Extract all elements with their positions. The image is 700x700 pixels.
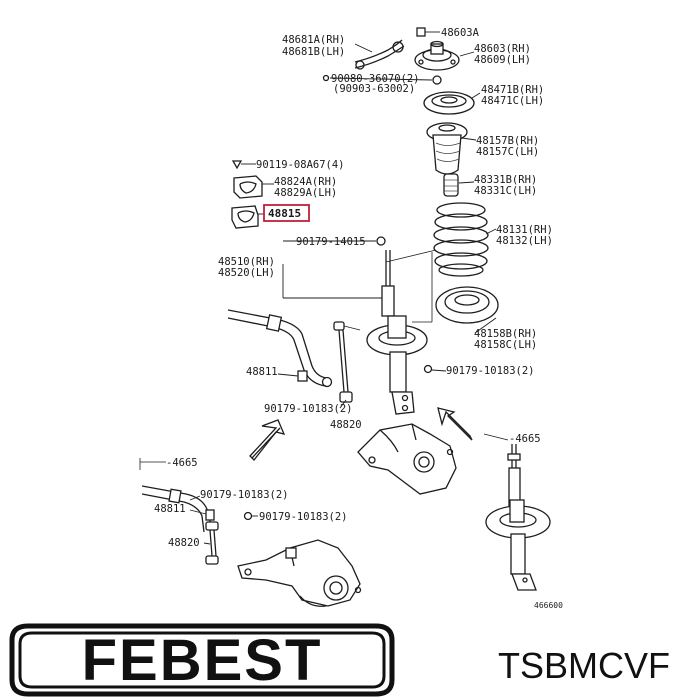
label-48131: 48131(RH) [496, 224, 553, 236]
label-90119: 90119-08A67(4) [256, 159, 345, 171]
label-90080: 90080-36070(2) [331, 73, 420, 85]
label-90179-14015: 90179-14015 [296, 236, 366, 248]
label-48471b: 48471B(RH) [481, 84, 544, 96]
label-90179-10183-b: 90179-10183(2) [264, 403, 353, 415]
label-48157c: 48157C(LH) [476, 146, 539, 158]
label-48811-a: 48811 [246, 366, 278, 378]
bushing-48811-lower [205, 509, 215, 521]
part-code: TSBMCVF [498, 645, 670, 686]
label-4665-right: -4665 [509, 433, 541, 445]
bolt-90119 [231, 160, 256, 170]
bolt-90179-14015 [283, 236, 386, 246]
bracket-48824 [233, 175, 274, 199]
label-48158c: 48158C(LH) [474, 339, 537, 351]
label-90903: (90903-63002) [333, 83, 415, 95]
label-4665-left: -4665 [166, 457, 198, 469]
bushing-48815 [231, 205, 264, 229]
nut-90080 [322, 74, 442, 85]
bracket-48681 [354, 39, 405, 70]
label-90179-10183-a: 90179-10183(2) [446, 365, 535, 377]
nut-90179-lower [243, 511, 253, 521]
bump-stop-48331 [443, 173, 459, 197]
lower-right-strut [483, 433, 551, 591]
label-48510: 48510(RH) [218, 256, 275, 268]
label-90179-10183-d: 90179-10183(2) [200, 489, 289, 501]
insulator-48158 [435, 286, 499, 324]
label-48829a: 48829A(LH) [274, 187, 337, 199]
spring-seat-48157 [426, 122, 468, 175]
label-48824a: 48824A(RH) [274, 176, 337, 188]
label-48331c: 48331C(LH) [474, 185, 537, 197]
label-48157b: 48157B(RH) [476, 135, 539, 147]
label-48811-b: 48811 [154, 503, 186, 515]
label-48820-a: 48820 [330, 419, 362, 431]
coil-spring-48131 [433, 202, 489, 277]
label-48681a: 48681A(RH) [282, 34, 345, 46]
highlight-box-48815 [263, 204, 310, 222]
label-48471c: 48471C(LH) [481, 95, 544, 107]
steering-knuckle [357, 423, 457, 495]
arrow-right [437, 407, 473, 441]
label-48609: 48609(LH) [474, 54, 531, 66]
label-48603a: 48603A [441, 27, 480, 39]
lower-knuckle [237, 539, 362, 607]
arrow-left [249, 419, 286, 461]
stabilizer-bar-upper [227, 309, 333, 388]
label-48815: 48815 [268, 207, 301, 220]
nut-90179-10183-right [423, 364, 447, 374]
label-48820-b: 48820 [168, 537, 200, 549]
label-466600: 466600 [534, 601, 563, 610]
link-rod-48820 [333, 321, 361, 403]
label-48331b: 48331B(RH) [474, 174, 537, 186]
nut-48603a [416, 27, 440, 37]
bearing-48471 [423, 91, 475, 115]
brand-name: FEBEST [82, 628, 323, 693]
strut-48510 [366, 249, 437, 415]
label-48132: 48132(LH) [496, 235, 553, 247]
label-48158b: 48158B(RH) [474, 328, 537, 340]
febest-logo: FEBEST [9, 623, 395, 697]
upper-mount-48603 [414, 40, 460, 71]
label-48520: 48520(LH) [218, 267, 275, 279]
bushing-48811-upper [297, 370, 308, 382]
link-rod-lower [205, 521, 219, 565]
label-48603: 48603(RH) [474, 43, 531, 55]
label-90179-10183-e: 90179-10183(2) [259, 511, 348, 523]
label-48681b: 48681B(LH) [282, 46, 345, 58]
